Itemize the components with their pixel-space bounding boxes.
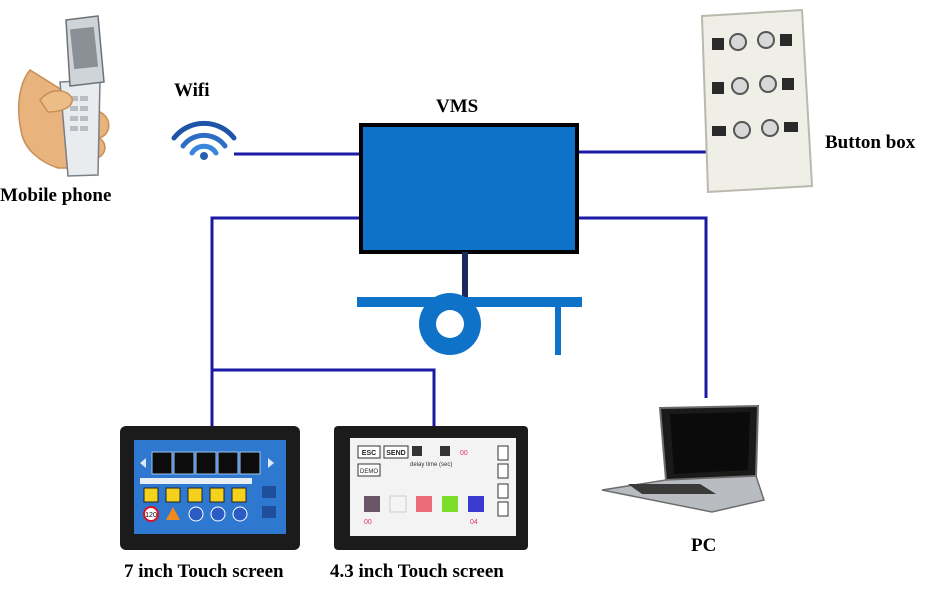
- warning-sign-icon[interactable]: [166, 507, 180, 520]
- touch-screen-43-device: ESC SEND DEMO 00 delay time (sec) 00 04: [334, 426, 528, 550]
- mode-sign-icon: [784, 122, 798, 132]
- button-box-label: Button box: [825, 132, 916, 153]
- right-arrow-icon[interactable]: [268, 458, 274, 468]
- send-button-label: SEND: [386, 450, 405, 457]
- vms-touch7-line: [210, 216, 360, 430]
- side-button[interactable]: [262, 506, 276, 518]
- box-knob[interactable]: [759, 75, 777, 93]
- touch-43-label: 4.3 inch Touch screen: [330, 561, 504, 582]
- demo-button-label: DEMO: [360, 469, 378, 475]
- laptop-icon: [601, 404, 765, 513]
- connection-lines: [210, 150, 708, 430]
- speed-limit-value: 120: [145, 512, 157, 519]
- send-button[interactable]: [383, 445, 409, 459]
- mobile-phone-icon: [17, 15, 110, 177]
- pc-label: PC: [691, 535, 717, 556]
- box-knob[interactable]: [731, 77, 749, 95]
- button-box-row-2: [712, 75, 794, 95]
- amber-sign-icon: [712, 126, 726, 136]
- touch-screen-7-device: 120: [120, 426, 300, 550]
- vms-mast: [462, 252, 468, 297]
- vms-sign-board: [359, 123, 579, 254]
- delay-readout: 00: [460, 450, 468, 457]
- touch-7-label: 7 inch Touch screen: [124, 561, 284, 582]
- increment-button[interactable]: [440, 446, 450, 456]
- color-swatch[interactable]: [416, 496, 432, 512]
- scroll-down-button[interactable]: [497, 501, 509, 517]
- walk-sign-icon: [712, 38, 724, 50]
- color-swatch[interactable]: [442, 496, 458, 512]
- wifi-icon: [171, 120, 237, 160]
- vms-label: VMS: [436, 96, 479, 117]
- arrow-sign-icon: [780, 34, 792, 46]
- button-box-row-3: [712, 119, 798, 139]
- right-value: 04: [470, 519, 478, 526]
- box-knob[interactable]: [729, 33, 747, 51]
- button-box-icon: [700, 8, 814, 194]
- laptop-keys: [628, 484, 716, 494]
- demo-button[interactable]: [357, 463, 381, 477]
- color-swatch[interactable]: [468, 496, 484, 512]
- box-knob[interactable]: [733, 121, 751, 139]
- scroll-up-button[interactable]: [497, 483, 509, 499]
- left-value: 00: [364, 519, 372, 526]
- vms-pc-line: [578, 216, 708, 398]
- trailer-wheel-hub: [436, 310, 464, 338]
- laptop-display: [670, 412, 750, 474]
- delay-bar: [140, 478, 252, 484]
- esc-button-label: ESC: [362, 450, 376, 457]
- mobile-phone-label: Mobile phone: [0, 185, 112, 206]
- trailer-stand: [555, 307, 561, 355]
- arrow-sign-icon: [782, 78, 794, 90]
- color-swatch[interactable]: [389, 495, 407, 513]
- wifi-label: Wifi: [174, 80, 210, 101]
- button-box-row-1: [712, 31, 792, 51]
- left-arrow-icon[interactable]: [140, 458, 146, 468]
- scroll-down-button[interactable]: [497, 463, 509, 479]
- box-knob[interactable]: [761, 119, 779, 137]
- delay-time-label: delay time (sec): [410, 462, 452, 468]
- decrement-button[interactable]: [412, 446, 422, 456]
- side-button[interactable]: [262, 486, 276, 498]
- arrow-sign-icon: [712, 82, 724, 94]
- vms-trailer: [357, 123, 582, 355]
- color-swatch[interactable]: [364, 496, 380, 512]
- box-knob[interactable]: [757, 31, 775, 49]
- esc-button[interactable]: [357, 445, 381, 459]
- touch-bus-line: [212, 368, 436, 430]
- speed-limit-sign[interactable]: [143, 506, 159, 522]
- scroll-up-button[interactable]: [497, 445, 509, 461]
